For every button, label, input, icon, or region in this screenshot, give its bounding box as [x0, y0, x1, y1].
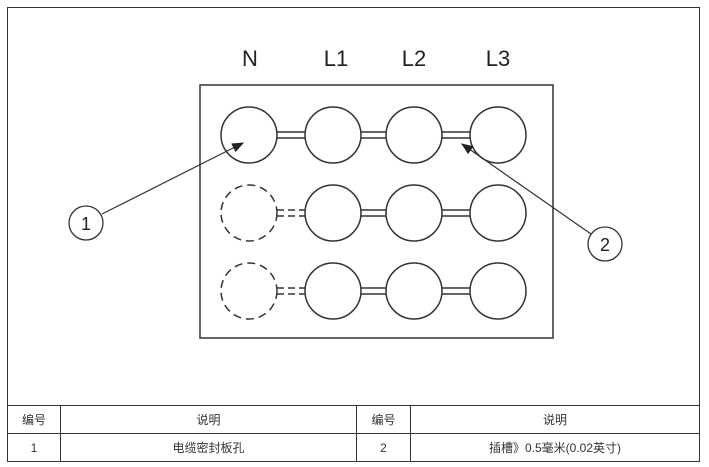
- table-header-row: 编号 说明 编号 说明: [7, 405, 700, 434]
- legend-table: 编号 说明 编号 说明 1 电缆密封板孔 2 插槽》0.5毫米(0.02英寸): [7, 405, 700, 462]
- callout-2-circle: [587, 226, 623, 262]
- table-cell: 1: [7, 433, 61, 462]
- cable-hole: [469, 184, 527, 242]
- label-l2: L2: [402, 46, 426, 71]
- table-cell: 插槽》0.5毫米(0.02英寸): [410, 433, 700, 462]
- label-l3: L3: [486, 46, 510, 71]
- header-cell: 说明: [60, 405, 357, 434]
- cable-gland-plate-diagram: N L1 L2 L3 1 2: [68, 46, 623, 339]
- label-n: N: [242, 46, 258, 71]
- cable-hole: [469, 262, 527, 320]
- cable-hole: [304, 106, 362, 164]
- cable-hole: [385, 106, 443, 164]
- table-cell: 2: [356, 433, 411, 462]
- callout-1-arrow: [101, 142, 245, 215]
- cable-hole: [304, 262, 362, 320]
- callout-2-label: 2: [600, 235, 610, 255]
- knockout-hole-dashed: [220, 262, 278, 320]
- gland-plate: [199, 84, 554, 339]
- cable-hole: [220, 106, 278, 164]
- table-cell: 电缆密封板孔: [60, 433, 357, 462]
- cable-hole: [385, 262, 443, 320]
- cable-hole: [304, 184, 362, 242]
- cable-hole: [469, 106, 527, 164]
- callout-2-arrow: [461, 143, 592, 235]
- knockout-hole-dashed: [220, 184, 278, 242]
- table-row: 1 电缆密封板孔 2 插槽》0.5毫米(0.02英寸): [7, 433, 700, 462]
- figure-frame: [7, 7, 700, 462]
- callout-1-circle: [68, 205, 104, 241]
- header-cell: 编号: [356, 405, 411, 434]
- callout-1-label: 1: [81, 214, 91, 234]
- cable-hole: [385, 184, 443, 242]
- header-cell: 说明: [410, 405, 700, 434]
- header-cell: 编号: [7, 405, 61, 434]
- label-l1: L1: [324, 46, 348, 71]
